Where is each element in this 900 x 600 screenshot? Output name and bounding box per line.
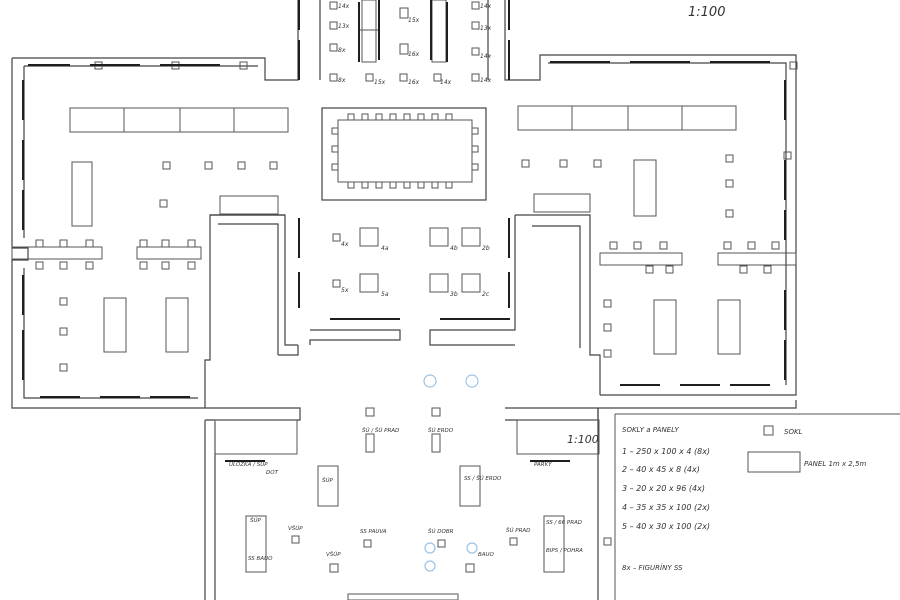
center-label: 4a xyxy=(381,245,389,252)
top-corridor-plinths xyxy=(329,1,480,82)
legend-title: SOKLY a PANELY xyxy=(622,426,679,434)
left-wing-walls xyxy=(11,0,401,421)
bottom-label: DOT xyxy=(266,470,279,476)
lower-hall-plinths xyxy=(245,407,612,573)
right-display-cases xyxy=(517,105,741,355)
top-labels: 14x 13x 8x 14x 13x 14x 14x 8x 15x 16x 14… xyxy=(338,3,492,86)
bottom-label: VŠÚP xyxy=(288,525,303,532)
wall-panels xyxy=(22,0,786,462)
legend-item-3: 3 – 20 x 20 x 96 (4x) xyxy=(622,484,705,493)
top-corridor xyxy=(319,0,489,80)
top-label: 15x xyxy=(374,79,386,86)
top-label: 13x xyxy=(338,23,350,30)
legend-panel-swatch xyxy=(747,451,801,473)
bottom-label: BAUO xyxy=(478,552,495,558)
bottom-label: ÚLOŽKA / ŠÚP xyxy=(229,460,268,468)
bottom-label: SS PAUVA xyxy=(360,529,387,535)
bottom-label: SS / 66 PRAD xyxy=(546,520,582,526)
top-label: 14x xyxy=(480,3,492,10)
legend-item-5: 5 – 40 x 30 x 100 (2x) xyxy=(622,522,710,531)
bottom-labels: ÚLOŽKA / ŠÚP DOT PARKY ŠÚP ŠÚP ŠÚ / ŠÚ P… xyxy=(229,427,583,562)
top-label: 8x xyxy=(338,47,346,54)
bottom-label: ŠÚ / ŠÚ PRAD xyxy=(362,427,399,434)
central-square-plinths xyxy=(332,227,481,293)
center-label: 2c xyxy=(482,291,490,298)
top-label: 8x xyxy=(338,77,346,84)
legend-panel-label: PANEL 1m x 2,5m xyxy=(804,460,866,468)
legend-sokl-label: SOKL xyxy=(784,428,803,436)
legend-sokl-swatch xyxy=(763,425,774,436)
top-label: 14x xyxy=(480,77,492,84)
center-label: 5x xyxy=(341,287,349,294)
center-label: 3b xyxy=(450,291,458,298)
top-label: 14x xyxy=(338,3,350,10)
legend-figuriny: 8x – FIGURÍNY SS xyxy=(622,563,683,572)
bottom-label: ŠÚP xyxy=(322,477,334,484)
bottom-label: BIPS / POHRA xyxy=(546,548,583,554)
bottom-label: ŠÚ DOBR xyxy=(428,528,454,535)
center-label: 5a xyxy=(381,291,389,298)
scale-label-bottom: 1:100 xyxy=(567,433,599,446)
columns xyxy=(423,374,479,572)
bottom-label: ŠÚ ERDO xyxy=(428,427,454,434)
top-label: 13x xyxy=(480,25,492,32)
center-label: 2b xyxy=(482,245,490,252)
top-label: 16x xyxy=(408,79,420,86)
legend-item-1: 1 – 250 x 100 x 4 (8x) xyxy=(622,447,710,456)
bottom-label: ŠÚ PRAD xyxy=(506,527,530,534)
right-wing-walls xyxy=(429,0,797,600)
center-label: 4b xyxy=(450,245,458,252)
legend-item-2: 2 – 40 x 45 x 8 (4x) xyxy=(622,465,700,474)
top-label: 14x xyxy=(480,53,492,60)
bottom-label: VŠÚP xyxy=(326,551,341,558)
center-label: 4x xyxy=(341,241,349,248)
legend: SOKLY a PANELY 1 – 250 x 100 x 4 (8x) 2 … xyxy=(614,413,900,600)
left-display-cases xyxy=(69,107,289,353)
bottom-label: PARKY xyxy=(534,462,552,468)
central-table-area xyxy=(321,107,487,201)
scale-label-top: 1:100 xyxy=(688,5,725,20)
top-label: 14x xyxy=(440,79,452,86)
center-labels: 4x 4a 4b 2b 5x 5a 3b 2c xyxy=(341,241,490,298)
lower-hall xyxy=(204,419,600,600)
legend-item-4: 4 – 35 x 35 x 100 (2x) xyxy=(622,503,710,512)
bottom-label: SS / ŠÚ ERDO xyxy=(464,475,502,482)
bottom-label: ŠÚP xyxy=(250,517,262,524)
bottom-label: SS BAUO xyxy=(248,556,273,562)
top-label: 15x xyxy=(408,17,420,24)
top-label: 16x xyxy=(408,51,420,58)
small-plinths xyxy=(35,61,798,372)
